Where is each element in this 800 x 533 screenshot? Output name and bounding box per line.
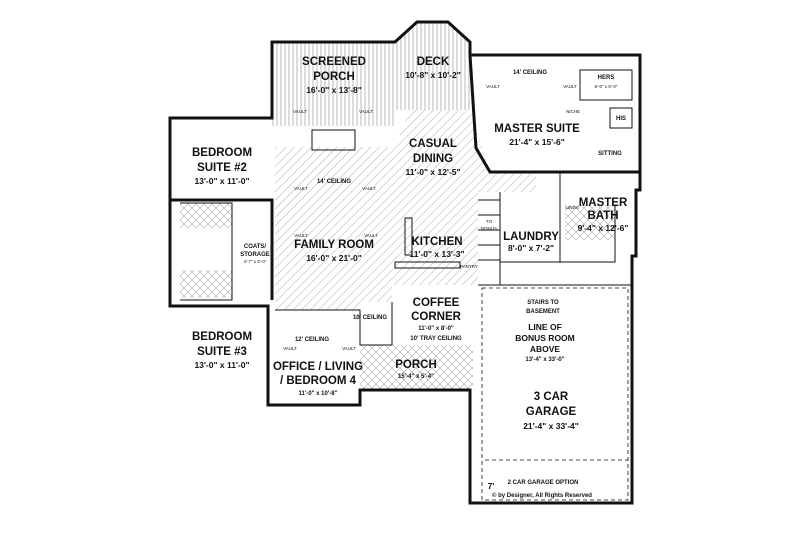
vault-label: VAULT — [283, 346, 297, 351]
casual-dining-dims: 11'-0" x 12'-5" — [405, 167, 460, 177]
garage-option-label: 2 CAR GARAGE OPTION — [508, 480, 579, 486]
linen-label: LINEN — [565, 205, 578, 210]
ten-ceiling-label: 10' CEILING — [353, 315, 387, 321]
his-closet-label: HIS — [616, 116, 626, 122]
deck-floor — [395, 22, 470, 110]
family-ceiling-label: 14' CEILING — [317, 179, 351, 185]
vault-label: VAULT — [359, 109, 373, 114]
bonus-room-label: ABOVE — [530, 344, 561, 354]
stairs — [478, 199, 501, 286]
master-suite-dims: 21'-4" x 15'-6" — [509, 137, 565, 147]
kitchen-island — [394, 217, 461, 269]
garage-label: GARAGE — [526, 406, 577, 418]
bonus-room-label: BONUS ROOM — [515, 333, 575, 343]
bonus-room-dims: 13'-4" x 33'-0" — [525, 357, 564, 363]
bath-floor-left-2 — [180, 270, 232, 298]
interior-wall-closets — [579, 69, 633, 129]
vault-label: VAULT — [342, 346, 356, 351]
bedroom-2-label: SUITE #2 — [197, 162, 247, 174]
coats-storage-label: COATS/ — [244, 244, 267, 250]
master-ceiling-label: 14' CEILING — [513, 70, 547, 76]
master-bath-dims: 9'-4" x 12'-6" — [578, 223, 629, 233]
bedroom-2-dims: 13'-0" x 11'-0" — [194, 176, 249, 186]
laundry-dims: 8'-0" x 7'-2" — [508, 243, 554, 253]
bedroom-3-label: SUITE #3 — [197, 346, 247, 358]
vault-label: VAULT — [294, 186, 308, 191]
vault-label: VAULT — [362, 186, 376, 191]
fireplace — [311, 129, 356, 151]
stairs-basement-label: BASEMENT — [526, 309, 560, 315]
screened-porch-label: SCREENED — [302, 56, 366, 68]
porch-floor — [360, 345, 473, 390]
hers-closet-label: HERS — [598, 75, 615, 81]
office-dims: 11'-0" x 10'-8" — [299, 391, 338, 397]
office-label: OFFICE / LIVING — [273, 361, 363, 373]
bedroom-3-label: BEDROOM — [192, 331, 252, 343]
vault-label: VAULT — [486, 84, 500, 89]
bonus-room-line — [481, 287, 629, 501]
coffee-corner-label: COFFEE — [413, 297, 460, 309]
kitchen-dims: 11'-0" x 13'-3" — [409, 249, 464, 259]
screened-porch-floor — [272, 42, 395, 126]
hers-closet-dims: 6'-0" x 6'-0" — [595, 84, 618, 89]
family-room-label: FAMILY ROOM — [294, 239, 374, 251]
niche-label: NICHE — [566, 109, 580, 114]
copyright-label: © by Designer, All Rights Reserved — [492, 492, 592, 499]
interior-wall-bath-left — [180, 202, 233, 301]
casual-dining-label: CASUAL — [409, 138, 457, 150]
vault-label: VAULT — [293, 109, 307, 114]
deck-label: DECK — [417, 56, 450, 68]
interior-wall-bed2 — [170, 198, 274, 300]
stairs-basement-label: STAIRS TO — [527, 300, 559, 306]
casual-dining-label: DINING — [413, 153, 453, 165]
pantry-label: PANTRY — [460, 264, 478, 269]
garage-option-dim: 7' — [488, 481, 495, 491]
interior-wall-office — [275, 302, 393, 346]
exterior-wall — [168, 20, 642, 505]
master-bath-label: BATH — [587, 210, 618, 222]
office-label: / BEDROOM 4 — [280, 375, 357, 387]
bonus-room-label: LINE OF — [528, 322, 562, 332]
to-bonus-label: TO — [486, 219, 493, 224]
family-room-dims: 16'-0" x 21'-0" — [306, 253, 362, 263]
living-area-floor — [275, 110, 536, 310]
garage-label: 3 CAR — [534, 391, 569, 403]
laundry-label: LAUNDRY — [503, 231, 559, 243]
to-bonus-label: BONUS — [481, 226, 497, 231]
master-bath-label: MASTER — [579, 197, 628, 209]
interior-wall-bath — [559, 172, 616, 263]
master-bath-floor — [565, 205, 615, 240]
sitting-label: SITTING — [598, 151, 622, 157]
screened-porch-label: PORCH — [313, 71, 355, 83]
bedroom-3-dims: 13'-0" x 11'-0" — [194, 360, 249, 370]
vault-label: VAULT — [364, 233, 378, 238]
porch-label: PORCH — [395, 359, 437, 371]
office-ceiling-label: 12' CEILING — [295, 337, 329, 343]
bath-floor-left — [180, 203, 232, 228]
garage-dims: 21'-4" x 33'-4" — [523, 421, 579, 431]
porch-dims: 15'-4" x 5'-4" — [398, 374, 434, 380]
screened-porch-dims: 16'-0" x 13'-8" — [306, 85, 362, 95]
coffee-corner-label: CORNER — [411, 311, 462, 323]
bedroom-2-label: BEDROOM — [192, 147, 252, 159]
vault-label: VAULT — [563, 84, 577, 89]
coffee-corner-dims: 11'-0" x 8'-0" — [418, 326, 454, 332]
vault-label: VAULT — [294, 233, 308, 238]
coffee-corner-ceiling: 10' TRAY CEILING — [410, 336, 462, 342]
kitchen-label: KITCHEN — [411, 236, 462, 248]
interior-wall-master — [468, 54, 640, 174]
coats-storage-dims: 4'-7" x 5'-0" — [244, 259, 267, 264]
master-suite-label: MASTER SUITE — [494, 123, 580, 135]
deck-dims: 10'-8" x 10'-2" — [405, 70, 461, 80]
coats-storage-label: STORAGE — [240, 252, 270, 258]
